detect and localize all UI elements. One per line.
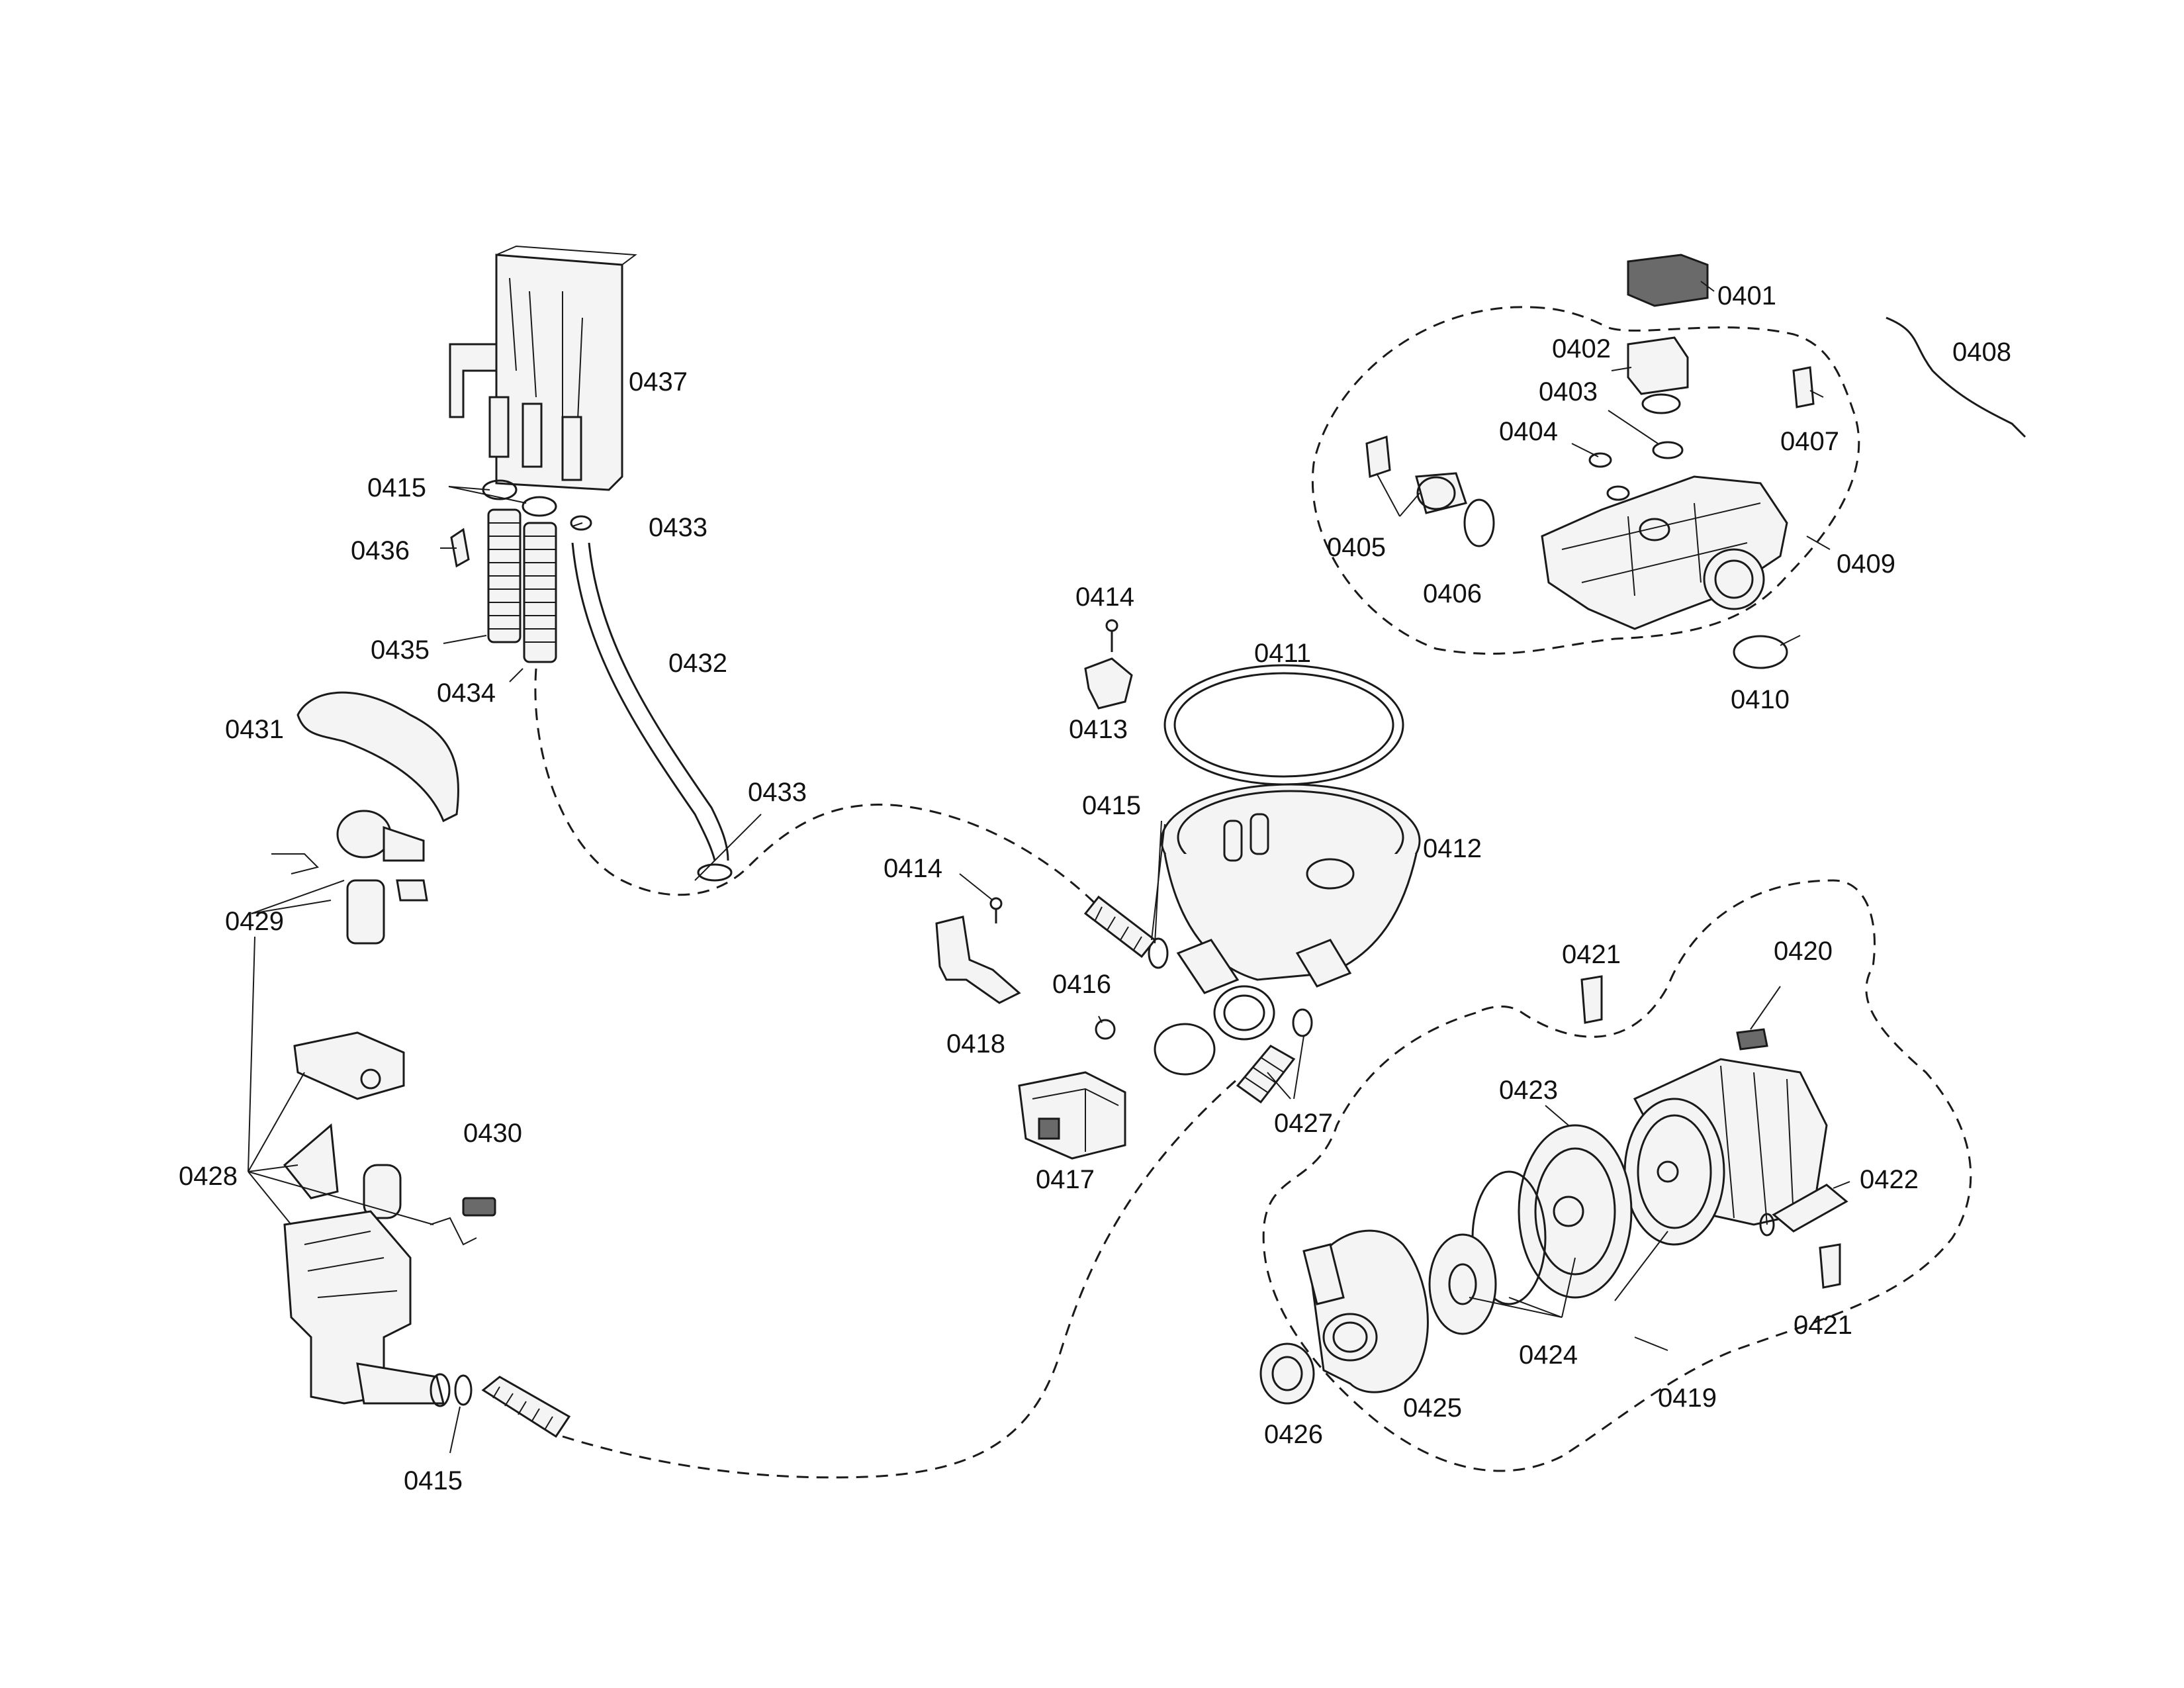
label-0404: 0404 xyxy=(1499,417,1558,446)
label-0415-b: 0415 xyxy=(1082,791,1141,820)
part-0424-impeller xyxy=(1428,1170,1547,1335)
label-0401: 0401 xyxy=(1717,281,1776,310)
label-0427: 0427 xyxy=(1274,1109,1333,1138)
label-0407: 0407 xyxy=(1780,427,1839,456)
assembly-outline-0419 xyxy=(1262,879,1972,1472)
part-0437-box xyxy=(449,245,637,491)
part-0403-ring xyxy=(1652,441,1684,459)
label-0402: 0402 xyxy=(1552,334,1611,363)
label-0432: 0432 xyxy=(668,649,727,678)
part-0418-bracket xyxy=(935,915,1021,1004)
label-0425: 0425 xyxy=(1403,1393,1462,1423)
label-0411: 0411 xyxy=(1254,639,1311,668)
part-0425-pump-housing xyxy=(1302,1229,1429,1393)
label-0422: 0422 xyxy=(1860,1165,1919,1194)
label-0414-b: 0414 xyxy=(884,854,942,883)
label-0415-a: 0415 xyxy=(367,473,426,502)
part-0415-sump-hose xyxy=(1083,895,1157,959)
label-0409: 0409 xyxy=(1837,549,1895,579)
label-0406: 0406 xyxy=(1423,579,1482,608)
part-0406-seal xyxy=(1463,498,1495,547)
part-0428-valve xyxy=(283,1031,477,1407)
label-0412: 0412 xyxy=(1423,834,1482,863)
label-0430: 0430 xyxy=(463,1119,522,1148)
part-0417-switch xyxy=(1018,1071,1126,1160)
label-0408: 0408 xyxy=(1952,338,2011,367)
part-0426-seal xyxy=(1259,1342,1315,1405)
part-0430-clip xyxy=(462,1197,496,1217)
part-0414-screw-mid xyxy=(989,897,1003,923)
part-0404-ring-b xyxy=(1606,485,1630,501)
part-0427-ring xyxy=(1292,1008,1313,1037)
part-0412-sump xyxy=(1160,783,1421,994)
hose-path-upper xyxy=(534,668,1100,908)
label-0403: 0403 xyxy=(1539,377,1598,406)
part-0429-sensor xyxy=(271,810,428,945)
part-0416-clip xyxy=(1095,1019,1116,1040)
leader-lines xyxy=(248,281,1850,1454)
part-0431-cover xyxy=(296,691,459,823)
part-0420-connector xyxy=(1736,1028,1768,1051)
label-0413: 0413 xyxy=(1069,715,1128,744)
label-0419: 0419 xyxy=(1658,1383,1717,1413)
label-0426: 0426 xyxy=(1264,1420,1323,1449)
label-0433-b: 0433 xyxy=(748,778,807,807)
assembly-outline-0409 xyxy=(1312,306,1860,655)
part-0409-heater-housing xyxy=(1541,475,1788,630)
part-0419-motor xyxy=(1623,1058,1828,1246)
label-0415-c: 0415 xyxy=(404,1466,463,1495)
part-0401-cover xyxy=(1627,254,1709,307)
label-0420: 0420 xyxy=(1774,937,1833,966)
part-0414-screw-top xyxy=(1105,619,1118,652)
part-0412-outlet xyxy=(1213,985,1275,1041)
part-0410-clamp xyxy=(1733,635,1801,669)
hose-path-lower xyxy=(562,1078,1238,1479)
part-0421-clip-bottom xyxy=(1819,1243,1841,1289)
part-0432-hose xyxy=(571,542,729,861)
label-0433-a: 0433 xyxy=(649,513,707,542)
part-0411-seal-ring xyxy=(1163,664,1404,786)
label-0431: 0431 xyxy=(225,715,284,744)
part-0422-capacitor xyxy=(1759,1184,1848,1237)
part-0433-clamp-bottom xyxy=(697,863,733,882)
part-0433-clamp-top xyxy=(570,515,592,531)
part-0413-bracket xyxy=(1084,657,1133,710)
part-0436-clip xyxy=(450,528,470,568)
label-0423: 0423 xyxy=(1499,1076,1558,1105)
label-0424: 0424 xyxy=(1519,1340,1578,1370)
part-0404-ring-a xyxy=(1588,452,1612,468)
label-0437: 0437 xyxy=(629,367,688,397)
label-0416: 0416 xyxy=(1052,970,1111,999)
label-0418: 0418 xyxy=(946,1029,1005,1058)
part-0407-clip xyxy=(1792,366,1815,408)
label-0405: 0405 xyxy=(1327,533,1386,562)
label-0436: 0436 xyxy=(351,536,410,565)
label-0414-a: 0414 xyxy=(1075,583,1134,612)
part-0408-wire xyxy=(1886,316,2026,438)
part-0402-plug xyxy=(1627,336,1689,414)
part-0423-pump-cover xyxy=(1518,1124,1633,1299)
part-0415-ring-b xyxy=(522,496,557,517)
part-0421-clip-top xyxy=(1580,975,1603,1024)
part-0427-hose xyxy=(1236,1045,1296,1104)
part-0405-sensor xyxy=(1365,435,1467,514)
label-0417: 0417 xyxy=(1036,1165,1095,1194)
part-0435-hose xyxy=(487,508,522,643)
label-0410: 0410 xyxy=(1731,685,1790,714)
label-0421-b: 0421 xyxy=(1794,1311,1852,1340)
label-0421-a: 0421 xyxy=(1562,940,1621,969)
part-0434-hose xyxy=(523,522,557,663)
part-0415-hose-lower xyxy=(481,1376,571,1438)
label-0428: 0428 xyxy=(179,1162,238,1191)
part-0415-sump-ring xyxy=(1148,937,1169,969)
label-0429: 0429 xyxy=(225,907,284,936)
part-0415-ring-c xyxy=(454,1374,473,1406)
label-0435: 0435 xyxy=(371,635,430,665)
part-0427-seal xyxy=(1154,1023,1216,1076)
label-0434: 0434 xyxy=(437,679,496,708)
